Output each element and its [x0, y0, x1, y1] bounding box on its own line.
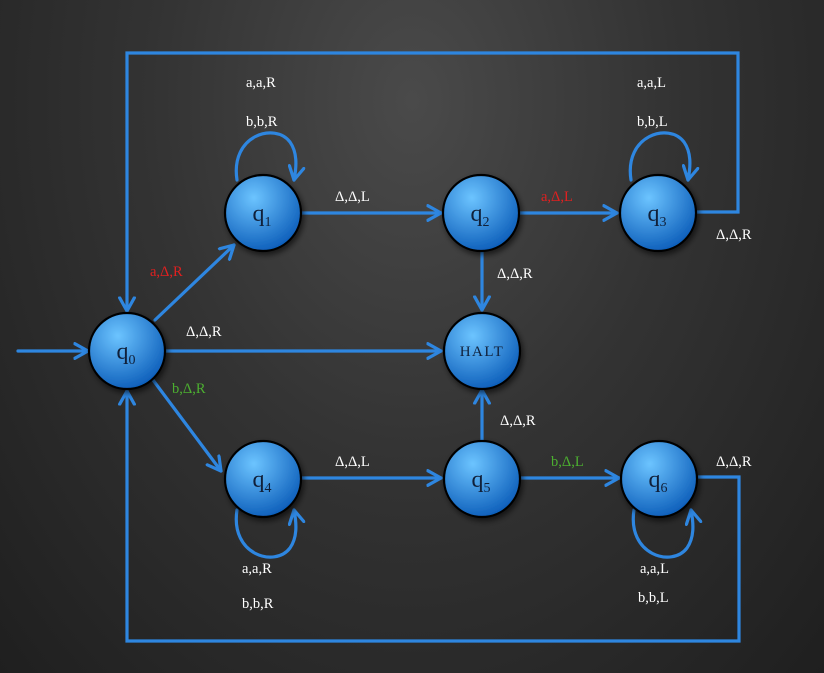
state-q3-label: q: [648, 201, 660, 227]
loop-q3: [628, 131, 690, 180]
state-q6-subscript: 6: [661, 481, 668, 496]
label-q0-q4: b,Δ,R: [172, 381, 206, 397]
state-q5: q5: [442, 439, 522, 519]
label-q1-loop-b: b,b,R: [246, 114, 278, 130]
edge-q6-q0: [127, 391, 741, 643]
state-q4-subscript: 4: [265, 481, 272, 496]
state-q0: q0: [87, 311, 167, 391]
loop-q4: [234, 510, 296, 559]
label-q0-halt: Δ,Δ,R: [186, 324, 222, 340]
state-q0-subscript: 0: [129, 353, 136, 368]
label-q5-q6: b,Δ,L: [551, 454, 584, 470]
label-q0-q1: a,Δ,R: [150, 264, 183, 280]
label-q1-loop-a: a,a,R: [246, 75, 276, 91]
state-halt: HALT: [442, 311, 522, 391]
svg-text:q6: q6: [649, 467, 668, 496]
nodes: q0 q1 q2 q3 HALT q4 q5 q6: [87, 173, 699, 519]
label-q1-q2: Δ,Δ,L: [335, 189, 370, 205]
state-q4-label: q: [253, 467, 265, 493]
state-q6: q6: [619, 439, 699, 519]
state-q2: q2: [441, 173, 521, 253]
loop-q1: [234, 131, 296, 180]
state-q3-subscript: 3: [660, 215, 667, 230]
state-q1-label: q: [253, 201, 265, 227]
state-q6-label: q: [649, 467, 661, 493]
svg-text:q5: q5: [472, 467, 491, 496]
svg-text:q4: q4: [253, 467, 272, 496]
label-q4-q5: Δ,Δ,L: [335, 454, 370, 470]
label-q3-loop-b: b,b,L: [637, 114, 668, 130]
label-q3-loop-a: a,a,L: [637, 75, 666, 91]
state-q4: q4: [223, 439, 303, 519]
state-q2-label: q: [471, 201, 483, 227]
state-q1-subscript: 1: [265, 215, 272, 230]
label-q4-loop-a: a,a,R: [242, 561, 272, 577]
svg-text:q2: q2: [471, 201, 490, 230]
label-q4-loop-b: b,b,R: [242, 596, 274, 612]
svg-text:q0: q0: [117, 339, 136, 368]
label-q5-halt: Δ,Δ,R: [500, 413, 536, 429]
state-q5-label: q: [472, 467, 484, 493]
label-q6-q0: Δ,Δ,R: [716, 454, 752, 470]
state-q5-subscript: 5: [484, 481, 491, 496]
label-q6-loop-b: b,b,L: [638, 590, 669, 606]
edge-q0-q4: [151, 378, 221, 471]
state-q1: q1: [223, 173, 303, 253]
edge-q0-q1: [153, 245, 234, 322]
loop-q6: [631, 510, 693, 559]
svg-text:q3: q3: [648, 201, 667, 230]
label-q3-q0: Δ,Δ,R: [716, 227, 752, 243]
state-halt-label: HALT: [460, 344, 505, 360]
state-q2-subscript: 2: [483, 215, 490, 230]
label-q6-loop-a: a,a,L: [640, 561, 669, 577]
edge-q3-q0: [127, 51, 740, 311]
transition-labels: a,a,R b,b,R a,a,L b,b,L a,a,R b,b,R a,a,…: [150, 75, 752, 612]
label-q2-halt: Δ,Δ,R: [497, 266, 533, 282]
label-q2-q3: a,Δ,L: [541, 189, 573, 205]
svg-text:q1: q1: [253, 201, 272, 230]
state-q3: q3: [618, 173, 698, 253]
edges: [16, 51, 741, 643]
state-q0-label: q: [117, 339, 129, 365]
